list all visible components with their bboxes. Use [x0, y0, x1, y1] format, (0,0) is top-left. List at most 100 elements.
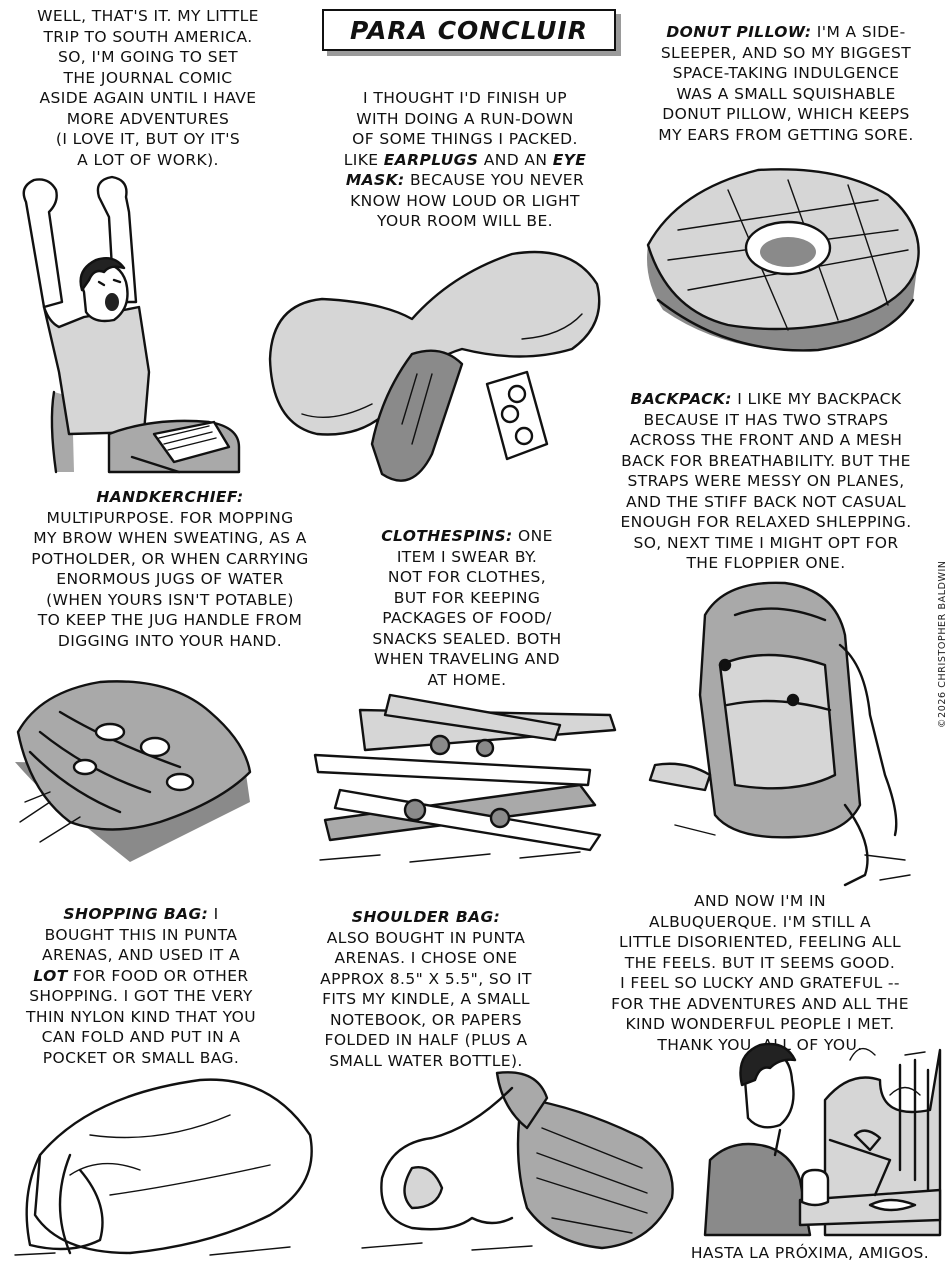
- caption-line: THIN NYLON KIND THAT YOU: [26, 1007, 256, 1026]
- backpack-label: BACKPACK:: [630, 390, 732, 408]
- handkerchief-illustration: [15, 680, 252, 862]
- caption-line: STRAPS WERE MESSY ON PLANES,: [627, 472, 905, 490]
- caption-line: ENOUGH FOR RELAXED SHLEPPING.: [620, 513, 912, 531]
- caption-line: LIKE EARPLUGS AND AN EYE: [305, 150, 625, 171]
- caption-line: SO, I'M GOING TO SET: [57, 48, 239, 66]
- caption-line: SLEEPER, AND SO MY BIGGEST: [660, 43, 912, 62]
- closing-caption: AND NOW I'M IN ALBUQUERQUE. I'M STILL A …: [572, 891, 948, 1055]
- caption-line: ENORMOUS JUGS OF WATER: [56, 570, 284, 588]
- caption-line: TRIP TO SOUTH AMERICA.: [43, 27, 253, 46]
- caption-line: I FEEL SO LUCKY AND GRATEFUL --: [620, 974, 900, 992]
- caption-line: ACROSS THE FRONT AND A MESH: [629, 431, 903, 449]
- caption-line: YOUR ROOM WILL BE.: [377, 212, 553, 230]
- copyright-credit-text: ©2026 CHRISTOPHER BALDWIN: [937, 560, 948, 728]
- caption-line: KNOW HOW LOUD OR LIGHT: [350, 191, 580, 210]
- copyright-credit: ©2026 CHRISTOPHER BALDWIN: [922, 548, 948, 728]
- caption-line: POCKET OR SMALL BAG.: [42, 1048, 240, 1067]
- caption-fragment: I: [208, 905, 219, 923]
- caption-line: ARENAS. I CHOSE ONE: [334, 949, 518, 967]
- caption-line: ITEM I SWEAR BY.: [396, 547, 538, 566]
- caption-fragment: BECAUSE YOU NEVER: [404, 171, 585, 189]
- shoulder-bag-caption: SHOULDER BAG: ALSO BOUGHT IN PUNTA ARENA…: [292, 907, 560, 1071]
- caption-line: BOUGHT THIS IN PUNTA: [44, 925, 238, 944]
- caption-fragment: FOR FOOD OR OTHER: [67, 966, 249, 985]
- caption-line: CLOTHESPINS: ONE: [358, 526, 576, 547]
- donut-pillow-label: DONUT PILLOW:: [666, 23, 812, 41]
- caption-line: (I LOVE IT, BUT OY IT'S: [55, 130, 241, 148]
- intro-left-caption: WELL, THAT'S IT. MY LITTLE TRIP TO SOUTH…: [2, 6, 294, 170]
- clothespins-label: CLOTHESPINS:: [381, 527, 513, 545]
- caption-line: DONUT PILLOW, WHICH KEEPS: [662, 105, 910, 123]
- caption-line: KIND WONDERFUL PEOPLE I MET.: [625, 1015, 895, 1033]
- caption-fragment: I LIKE MY BACKPACK: [731, 390, 902, 408]
- earplugs-label: EARPLUGS: [383, 150, 479, 169]
- donut-pillow-illustration: [646, 168, 920, 352]
- signoff-caption: HASTA LA PRÓXIMA, AMIGOS.: [672, 1243, 948, 1264]
- caption-line: ALBUQUERQUE. I'M STILL A: [649, 912, 871, 931]
- caption-line: BACK FOR BREATHABILITY. BUT THE: [621, 451, 911, 470]
- clothespins-caption: CLOTHESPINS: ONE ITEM I SWEAR BY. NOT FO…: [358, 526, 576, 690]
- caption-line: THE FLOPPIER ONE.: [686, 554, 846, 572]
- shoulder-bag-label: SHOULDER BAG:: [351, 908, 501, 926]
- caption-line: MASK: BECAUSE YOU NEVER: [305, 170, 625, 191]
- lot-emphasis: LOT: [33, 966, 68, 985]
- caption-line: SNACKS SEALED. BOTH: [372, 629, 562, 648]
- stretching-person-illustration: [22, 175, 241, 474]
- person-at-window-illustration: [703, 1042, 942, 1237]
- caption-line: ARENAS, AND USED IT A: [42, 946, 240, 964]
- caption-line: POTHOLDER, OR WHEN CARRYING: [31, 549, 309, 568]
- caption-line: HANDKERCHIEF:: [0, 487, 340, 508]
- caption-line: DONUT PILLOW: I'M A SIDE-: [625, 22, 947, 43]
- caption-line: I THOUGHT I'D FINISH UP: [363, 89, 567, 107]
- caption-line: AND NOW I'M IN: [693, 892, 826, 910]
- caption-line: FOR THE ADVENTURES AND ALL THE: [611, 994, 909, 1013]
- eye-mask-earplugs-illustration: [268, 250, 601, 482]
- caption-line: (WHEN YOURS ISN'T POTABLE): [46, 590, 294, 609]
- comic-title-text: PARA CONCLUIR: [350, 15, 588, 45]
- caption-line: NOT FOR CLOTHES,: [387, 568, 547, 586]
- caption-line: SO, NEXT TIME I MIGHT OPT FOR: [633, 533, 899, 552]
- caption-line: BACKPACK: I LIKE MY BACKPACK: [585, 389, 947, 410]
- shopping-bag-illustration: [14, 1078, 313, 1256]
- handkerchief-caption: HANDKERCHIEF: MULTIPURPOSE. FOR MOPPING …: [0, 487, 340, 651]
- eye-mask-label: EYE: [552, 150, 587, 169]
- caption-line: NOTEBOOK, OR PAPERS: [329, 1010, 523, 1029]
- caption-line: MULTIPURPOSE. FOR MOPPING: [46, 508, 294, 527]
- caption-line: THE JOURNAL COMIC: [63, 68, 233, 87]
- caption-line: MORE ADVENTURES: [66, 109, 230, 128]
- clothespins-illustration: [313, 693, 617, 863]
- caption-line: CAN FOLD AND PUT IN A: [41, 1028, 241, 1046]
- shoulder-bag-illustration: [361, 1071, 674, 1251]
- caption-line: OF SOME THINGS I PACKED.: [352, 130, 578, 148]
- caption-line: SHOPPING BAG: I: [0, 904, 282, 925]
- intro-center-caption: I THOUGHT I'D FINISH UP WITH DOING A RUN…: [305, 88, 625, 232]
- backpack-illustration: [648, 581, 911, 887]
- caption-line: ALSO BOUGHT IN PUNTA: [326, 928, 526, 947]
- caption-line: APPROX 8.5" X 5.5", SO IT: [320, 969, 532, 988]
- comic-title: PARA CONCLUIR: [322, 9, 616, 51]
- caption-line: MY BROW WHEN SWEATING, AS A: [33, 529, 307, 547]
- caption-line: WHEN TRAVELING AND: [374, 650, 560, 668]
- shopping-bag-caption: SHOPPING BAG: I BOUGHT THIS IN PUNTA ARE…: [0, 904, 282, 1068]
- caption-fragment: LIKE: [343, 150, 384, 169]
- caption-line: MY EARS FROM GETTING SORE.: [658, 125, 914, 144]
- caption-line: ASIDE AGAIN UNTIL I HAVE: [39, 89, 257, 107]
- backpack-caption: BACKPACK: I LIKE MY BACKPACK BECAUSE IT …: [585, 389, 947, 574]
- caption-line: THE FEELS. BUT IT SEEMS GOOD.: [624, 953, 896, 972]
- caption-line: LITTLE DISORIENTED, FEELING ALL: [618, 933, 902, 951]
- caption-line: BUT FOR KEEPING: [393, 588, 541, 607]
- caption-line: FOLDED IN HALF (PLUS A: [324, 1031, 528, 1049]
- caption-line: FITS MY KINDLE, A SMALL: [322, 990, 530, 1008]
- caption-fragment: I'M A SIDE-: [811, 23, 906, 41]
- caption-fragment: AND AN: [478, 150, 553, 169]
- caption-line: SHOULDER BAG:: [292, 907, 560, 928]
- caption-line: WELL, THAT'S IT. MY LITTLE: [37, 7, 259, 25]
- caption-line: WAS A SMALL SQUISHABLE: [676, 84, 896, 103]
- caption-line: SHOPPING. I GOT THE VERY: [29, 987, 253, 1005]
- caption-line: PACKAGES OF FOOD/: [382, 609, 552, 627]
- handkerchief-label: HANDKERCHIEF:: [96, 488, 244, 506]
- caption-line: TO KEEP THE JUG HANDLE FROM: [37, 611, 303, 629]
- shopping-bag-label: SHOPPING BAG:: [63, 905, 209, 923]
- caption-line: WITH DOING A RUN-DOWN: [356, 109, 574, 128]
- caption-line: DIGGING INTO YOUR HAND.: [57, 631, 283, 650]
